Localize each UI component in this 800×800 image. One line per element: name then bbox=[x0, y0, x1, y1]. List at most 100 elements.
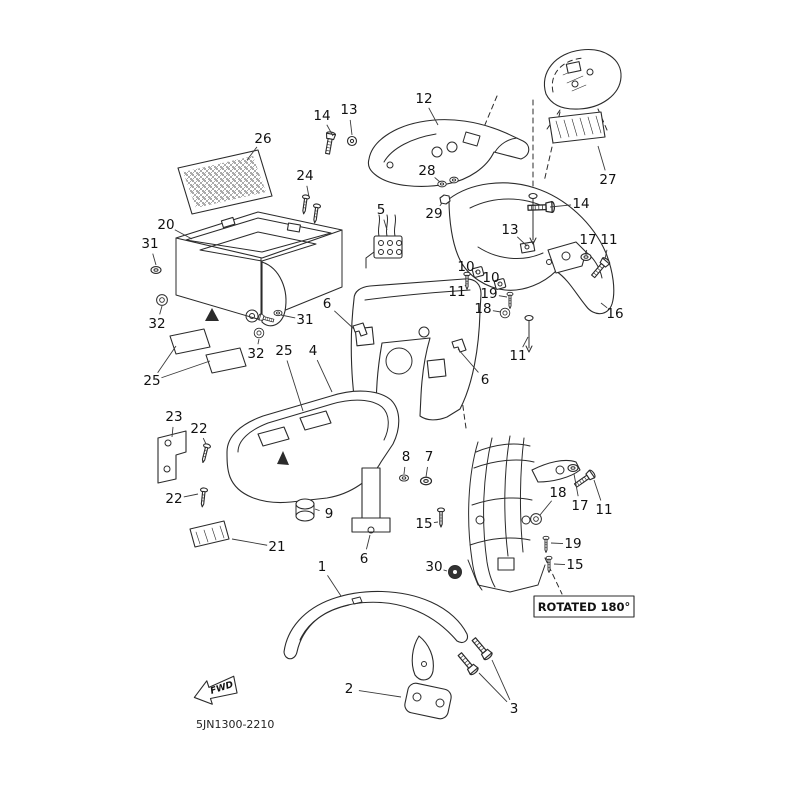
leader-line-4 bbox=[316, 359, 333, 393]
leader-line-22 bbox=[202, 437, 207, 445]
callout-30: 30 bbox=[425, 559, 442, 575]
callout-23: 23 bbox=[165, 409, 182, 425]
callout-11: 11 bbox=[448, 284, 465, 300]
callout-6: 6 bbox=[481, 372, 490, 388]
leader-line-22 bbox=[183, 493, 199, 498]
leader-line-8 bbox=[403, 466, 406, 475]
leader-line-18 bbox=[492, 310, 502, 313]
leader-line-15 bbox=[553, 563, 566, 565]
callout-13: 13 bbox=[501, 222, 518, 238]
leader-line-25 bbox=[157, 345, 177, 374]
leader-line-5 bbox=[383, 219, 388, 231]
leader-line-32 bbox=[257, 338, 260, 345]
leader-line-6 bbox=[334, 310, 355, 330]
callout-10: 10 bbox=[482, 270, 499, 286]
callout-28: 28 bbox=[418, 163, 435, 179]
part-plate-27 bbox=[548, 111, 606, 144]
fwd-arrow: FWD bbox=[193, 675, 238, 705]
leader-line-19 bbox=[498, 295, 508, 298]
callout-8: 8 bbox=[402, 449, 411, 465]
leader-line-3 bbox=[478, 672, 508, 703]
leader-line-2 bbox=[358, 690, 402, 698]
leader-line-28 bbox=[434, 177, 441, 183]
callout-10: 10 bbox=[457, 259, 474, 275]
callout-22: 22 bbox=[190, 421, 207, 437]
leader-line-30 bbox=[443, 569, 448, 572]
leader-line-1 bbox=[327, 575, 342, 597]
callout-17: 17 bbox=[571, 498, 588, 514]
callout-14: 14 bbox=[313, 108, 330, 124]
callout-11: 11 bbox=[600, 232, 617, 248]
part-tray-4 bbox=[226, 390, 400, 534]
part-hooks-6 bbox=[352, 322, 467, 353]
callout-3: 3 bbox=[510, 701, 519, 717]
callout-9: 9 bbox=[325, 506, 334, 522]
part-pads-25 bbox=[169, 308, 247, 374]
callout-25: 25 bbox=[275, 343, 292, 359]
callout-32: 32 bbox=[148, 316, 165, 332]
callout-21: 21 bbox=[268, 539, 285, 555]
leader-line-11 bbox=[593, 479, 602, 501]
leader-line-13 bbox=[516, 236, 528, 247]
part-code: 5JN1300-2210 bbox=[196, 718, 274, 731]
callout-31: 31 bbox=[296, 312, 313, 328]
leader-line-27 bbox=[597, 145, 606, 171]
part-front-fender-1 bbox=[283, 590, 468, 681]
callout-15: 15 bbox=[415, 516, 432, 532]
callout-11: 11 bbox=[509, 348, 526, 364]
callout-13: 13 bbox=[340, 102, 357, 118]
leader-line-29 bbox=[439, 202, 443, 207]
part-bracket-21 bbox=[189, 520, 230, 548]
callout-18: 18 bbox=[474, 301, 491, 317]
callout-32: 32 bbox=[247, 346, 264, 362]
leader-line-24 bbox=[306, 185, 310, 198]
callout-16: 16 bbox=[606, 306, 623, 322]
part-brace-12 bbox=[367, 119, 530, 187]
leader-line-7 bbox=[425, 466, 428, 478]
part-bracket-2 bbox=[404, 682, 452, 720]
callout-4: 4 bbox=[309, 343, 318, 359]
leader-line-11 bbox=[464, 284, 467, 287]
callout-17: 17 bbox=[579, 232, 596, 248]
callout-15: 15 bbox=[566, 557, 583, 573]
leader-line-32 bbox=[159, 305, 163, 315]
part-subframe bbox=[467, 435, 581, 593]
callout-18: 18 bbox=[549, 485, 566, 501]
leader-line-17 bbox=[585, 249, 588, 256]
part-rear-fender-16 bbox=[448, 182, 615, 315]
callout-6: 6 bbox=[360, 551, 369, 567]
part-battery-box-20 bbox=[175, 211, 343, 327]
callout-22: 22 bbox=[165, 491, 182, 507]
part-mat-26 bbox=[177, 149, 273, 215]
callout-29: 29 bbox=[425, 206, 442, 222]
callout-26: 26 bbox=[254, 131, 271, 147]
part-spacer-9 bbox=[295, 498, 315, 522]
leader-line-18 bbox=[539, 500, 553, 516]
callout-14: 14 bbox=[572, 196, 589, 212]
callout-19: 19 bbox=[564, 536, 581, 552]
part-bracket-23 bbox=[157, 430, 187, 484]
leader-line-17 bbox=[573, 473, 579, 497]
leader-line-10 bbox=[474, 270, 478, 273]
leader-line-20 bbox=[174, 229, 193, 240]
callout-24: 24 bbox=[296, 168, 313, 184]
leader-line-6 bbox=[365, 534, 371, 550]
callout-6: 6 bbox=[323, 296, 332, 312]
leader-line-11 bbox=[604, 249, 608, 260]
leader-line-15 bbox=[433, 521, 439, 524]
leader-line-6 bbox=[457, 348, 479, 373]
leader-line-14 bbox=[549, 204, 572, 208]
leader-line-19 bbox=[550, 542, 564, 544]
part-seat-cowl bbox=[543, 49, 622, 110]
callout-19: 19 bbox=[480, 286, 497, 302]
callout-11: 11 bbox=[595, 502, 612, 518]
callout-31: 31 bbox=[141, 236, 158, 252]
leader-line-14 bbox=[326, 124, 334, 137]
callout-27: 27 bbox=[599, 172, 616, 188]
callout-7: 7 bbox=[425, 449, 434, 465]
leader-line-25 bbox=[161, 360, 211, 379]
leader-line-16 bbox=[600, 302, 608, 309]
leader-line-12 bbox=[428, 107, 439, 126]
callout-25: 25 bbox=[143, 373, 160, 389]
